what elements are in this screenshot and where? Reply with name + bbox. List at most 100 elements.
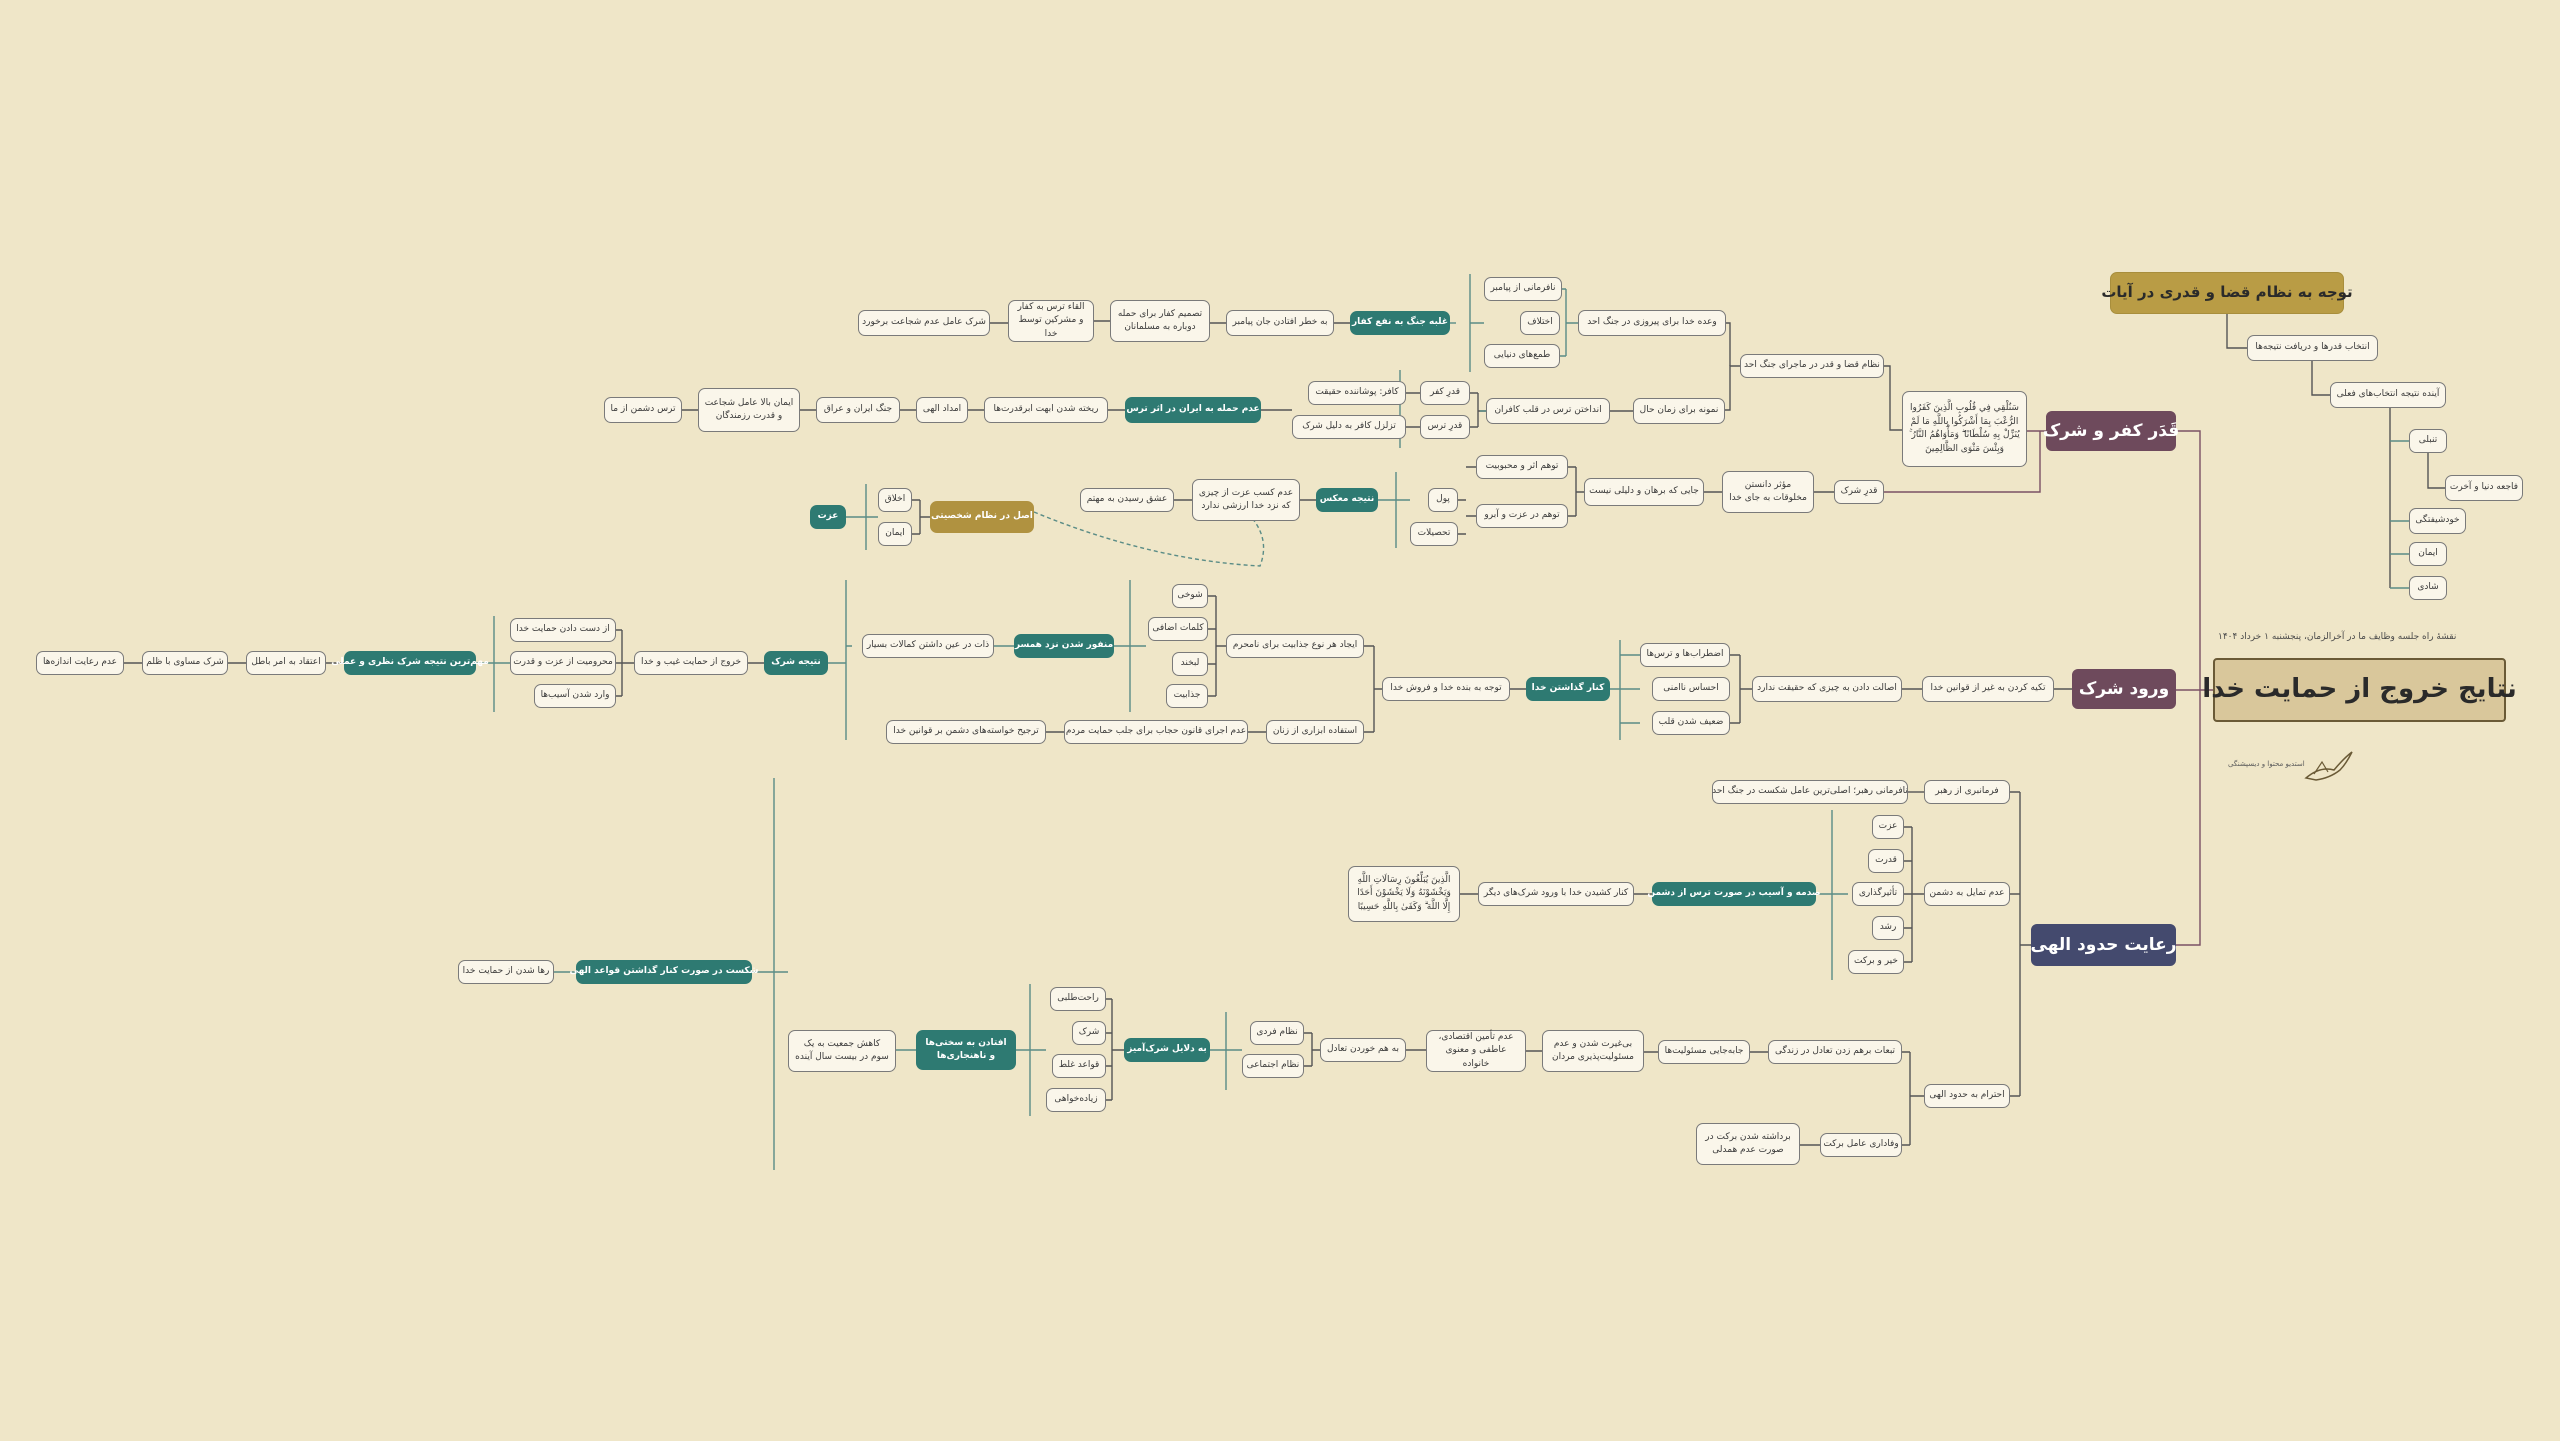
node-hardship[interactable]: افتادن به سختی‌ها و ناهنجاری‌ها bbox=[916, 1030, 1016, 1070]
banner-select[interactable]: انتخاب قدرها و دریافت نتیجه‌ها bbox=[2247, 335, 2378, 361]
node-modern[interactable]: نمونه برای زمان حال bbox=[1633, 398, 1725, 424]
node-population[interactable]: کاهش جمعیت به یک سوم در بیست سال آینده bbox=[788, 1030, 896, 1072]
branch-qadr[interactable]: قَدَر کفر و شرک bbox=[2043, 411, 2179, 451]
node-roles[interactable]: جابه‌جایی مسئولیت‌ها bbox=[1658, 1040, 1750, 1064]
verse-box[interactable]: سَنُلْقِي فِي قُلُوبِ الَّذِينَ كَفَرُوا… bbox=[1902, 391, 2027, 467]
node-iran-chain[interactable]: جنگ ایران و عراق bbox=[816, 397, 900, 423]
verse-box-2[interactable]: الَّذِينَ يُبَلِّغُونَ رِسَالَاتِ اللَّه… bbox=[1348, 866, 1460, 922]
node-iran-chain[interactable]: ریخته شدن ابهت ابرقدرت‌ها bbox=[984, 397, 1108, 423]
node-reverse[interactable]: نتیجه معکس bbox=[1316, 488, 1378, 512]
node-iran-chain[interactable]: ترس دشمن از ما bbox=[604, 397, 682, 423]
node-law[interactable]: عدم اجرای قانون حجاب برای جلب حمایت مردم bbox=[1064, 720, 1248, 744]
node-loyalty[interactable]: وفاداری عامل برکت bbox=[1820, 1133, 1902, 1157]
node-feeling[interactable]: احساس ناامنی bbox=[1652, 677, 1730, 701]
node-attention[interactable]: توجه به بنده خدا و فروش خدا bbox=[1382, 677, 1510, 701]
node-lust[interactable]: عشق رسیدن به مهتم bbox=[1080, 488, 1174, 512]
node-blessing[interactable]: برداشته شدن برکت در صورت عدم همدلی bbox=[1696, 1123, 1800, 1165]
node-attract-item[interactable]: جذابیت bbox=[1166, 684, 1208, 708]
root-topic[interactable]: نتایج خروج از حمایت خدا bbox=[2202, 658, 2517, 722]
node-family[interactable]: عدم تأمین اقتصادی، عاطفی و معنوی خانواده bbox=[1426, 1030, 1526, 1072]
node-promise-item[interactable]: طمع‌های دنیایی bbox=[1484, 344, 1560, 368]
node-battle-chain[interactable]: به خطر افتادن جان پیامبر bbox=[1226, 310, 1334, 336]
branch-hudud[interactable]: رعایت حدود الهی bbox=[2031, 924, 2177, 966]
node-disorder[interactable]: به هم خوردن تعادل bbox=[1320, 1038, 1406, 1062]
node-incline-item[interactable]: رشد bbox=[1872, 916, 1904, 940]
node-fear[interactable]: قدرِ ترس bbox=[1420, 415, 1470, 439]
node-asset[interactable]: تحصیلات bbox=[1410, 522, 1458, 546]
node-rely[interactable]: تکیه کردن به غیر از قوانین خدا bbox=[1922, 676, 2054, 702]
node-exit-item[interactable]: وارد شدن آسیب‌ها bbox=[534, 684, 616, 708]
node-respect[interactable]: احترام به حدود الهی bbox=[1924, 1084, 2010, 1108]
node-reason[interactable]: راحت‌طلبی bbox=[1050, 987, 1106, 1011]
node-defeat[interactable]: شکست در صورت کنار گذاشتن قواعد الهی bbox=[569, 960, 759, 984]
node-promise-item[interactable]: اختلاف bbox=[1520, 311, 1560, 335]
node-exit-item[interactable]: از دست دادن حمایت خدا bbox=[510, 618, 616, 642]
node-spouse[interactable]: منفور شدن نزد همسر bbox=[1014, 634, 1114, 658]
node-attract-item[interactable]: کلمات اضافی bbox=[1148, 617, 1208, 641]
node-reason[interactable]: قواعد غلط bbox=[1052, 1054, 1106, 1078]
node-feeling[interactable]: ضعیف شدن قلب bbox=[1652, 711, 1730, 735]
node-promise-item[interactable]: نافرمانی از پیامبر bbox=[1484, 277, 1562, 301]
node-women[interactable]: بی‌غیرت شدن و عدم مسئولیت‌پذیری مردان bbox=[1542, 1030, 1644, 1072]
node-incline-item[interactable]: تأثیرگذاری bbox=[1852, 882, 1904, 906]
node-shirk-result[interactable]: نتیجه شرک bbox=[764, 651, 828, 675]
node-disobedience[interactable]: نافرمانی رهبر؛ اصلی‌ترین عامل شکست در جن… bbox=[1712, 780, 1908, 804]
node-oppression[interactable]: شرک مساوی با ظلم bbox=[142, 651, 228, 675]
node-attract-item[interactable]: لبخند bbox=[1172, 652, 1208, 676]
node-important[interactable]: مهم‌ترین نتیجه شرک نظری و عملی bbox=[331, 651, 489, 675]
node-limits[interactable]: عدم رعایت اندازه‌ها bbox=[36, 651, 124, 675]
node-order[interactable]: نظام اجتماعی bbox=[1242, 1054, 1304, 1078]
banner-item[interactable]: تنبلی bbox=[2409, 429, 2447, 453]
node-order[interactable]: نظام فردی bbox=[1250, 1021, 1304, 1045]
node-reason[interactable]: شرک bbox=[1072, 1021, 1106, 1045]
node-incline-item[interactable]: عزت bbox=[1872, 815, 1904, 839]
node-exit-item[interactable]: محرومیت از عزت و قدرت bbox=[510, 651, 616, 675]
node-balance[interactable]: تبعات برهم زدن تعادل در زندگی bbox=[1768, 1040, 1902, 1064]
banner-item[interactable]: شادی bbox=[2409, 576, 2447, 600]
node-kufr[interactable]: قدرِ کفر bbox=[1420, 381, 1470, 405]
node-battle[interactable]: غلبه جنگ به نفع کفار bbox=[1350, 311, 1450, 335]
node-originality[interactable]: اصالت دادن به چیزی که حقیقت ندارد bbox=[1752, 676, 1902, 702]
node-false-belief[interactable]: اعتقاد به امر باطل bbox=[246, 651, 326, 675]
node-quit[interactable]: کنار کشیدن خدا با ورود شرک‌های دیگر bbox=[1478, 882, 1634, 906]
node-fear-desc[interactable]: تزلزل کافر به دلیل شرک bbox=[1292, 415, 1406, 439]
node-sideline[interactable]: کنار گذاشتن خدا bbox=[1526, 677, 1610, 701]
node-creatures[interactable]: مؤثر دانستن مخلوقات به جای خدا bbox=[1722, 471, 1814, 513]
node-attract[interactable]: ایجاد هر نوع جذابیت برای نامحرم bbox=[1226, 634, 1364, 658]
banner-item[interactable]: خودشیفتگی bbox=[2409, 508, 2466, 534]
node-battle-chain[interactable]: القاء ترس به کفار و مشرکین توسط خدا bbox=[1008, 300, 1094, 342]
banner-future[interactable]: آینده نتیجه انتخاب‌های فعلی bbox=[2330, 382, 2446, 408]
node-perfect[interactable]: ذات در عین داشتن کمالات بسیار bbox=[862, 634, 994, 658]
node-iran[interactable]: عدم حمله به ایران در اثر ترس bbox=[1125, 397, 1261, 423]
node-incline-item[interactable]: قدرت bbox=[1868, 849, 1904, 873]
node-principle[interactable]: اصل در نظام شخصیتی bbox=[930, 501, 1034, 533]
node-incline-item[interactable]: خیر و برکت bbox=[1848, 950, 1904, 974]
node-uhud-system[interactable]: نظام قضا و قدر در ماجرای جنگ احد bbox=[1740, 354, 1884, 378]
node-battle-chain[interactable]: تصمیم کفار برای حمله دوباره به مسلمانان bbox=[1110, 300, 1210, 342]
node-feeling[interactable]: اضطراب‌ها و ترس‌ها bbox=[1640, 643, 1730, 667]
node-izzat[interactable]: عزت bbox=[810, 505, 846, 529]
node-no-proof[interactable]: جایی که برهان و دلیلی نیست bbox=[1584, 478, 1704, 506]
node-damage[interactable]: صدمه و آسیب در صورت ترس از دشمن bbox=[1647, 882, 1821, 906]
node-battle-chain[interactable]: شرک عامل عدم شجاعت برخورد bbox=[858, 310, 990, 336]
node-exit[interactable]: خروج از حمایت غیب و خدا bbox=[634, 651, 748, 675]
node-attract-item[interactable]: شوخی bbox=[1172, 584, 1208, 608]
node-illusion[interactable]: توهم اثر و محبوبیت bbox=[1476, 455, 1568, 479]
node-kufr-desc[interactable]: کافر: پوشاننده حقیقت bbox=[1308, 381, 1406, 405]
branch-shirk[interactable]: ورود شرک bbox=[2072, 669, 2176, 709]
node-asset[interactable]: پول bbox=[1428, 488, 1458, 512]
node-fear-heart[interactable]: انداختن ترس در قلب کافران bbox=[1486, 398, 1610, 424]
node-shirk-qadr[interactable]: قدرِ شرک bbox=[1834, 480, 1884, 504]
node-tool[interactable]: استفاده ابزاری از زنان bbox=[1266, 720, 1364, 744]
node-reason[interactable]: زیاده‌خواهی bbox=[1046, 1088, 1106, 1112]
node-principle-item[interactable]: ایمان bbox=[878, 522, 912, 546]
banner-topic[interactable]: توجه به نظام قضا و قدری در آیات bbox=[2101, 272, 2353, 314]
node-iran-chain[interactable]: ایمان بالا عامل شجاعت و قدرت رزمندگان bbox=[698, 388, 800, 432]
node-illusion[interactable]: توهم در عزت و آبرو bbox=[1476, 504, 1568, 528]
node-no-honor[interactable]: عدم کسب عزت از چیزی که نزد خدا ارزشی ندا… bbox=[1192, 479, 1300, 521]
node-promise[interactable]: وعده خدا برای پیروزی در جنگ احد bbox=[1578, 310, 1726, 336]
node-iran-chain[interactable]: امداد الهی bbox=[916, 397, 968, 423]
node-principle-item[interactable]: اخلاق bbox=[878, 488, 912, 512]
node-obedience[interactable]: فرمانبری از رهبر bbox=[1924, 780, 2010, 804]
banner-item[interactable]: فاجعه دنیا و آخرت bbox=[2445, 475, 2523, 501]
